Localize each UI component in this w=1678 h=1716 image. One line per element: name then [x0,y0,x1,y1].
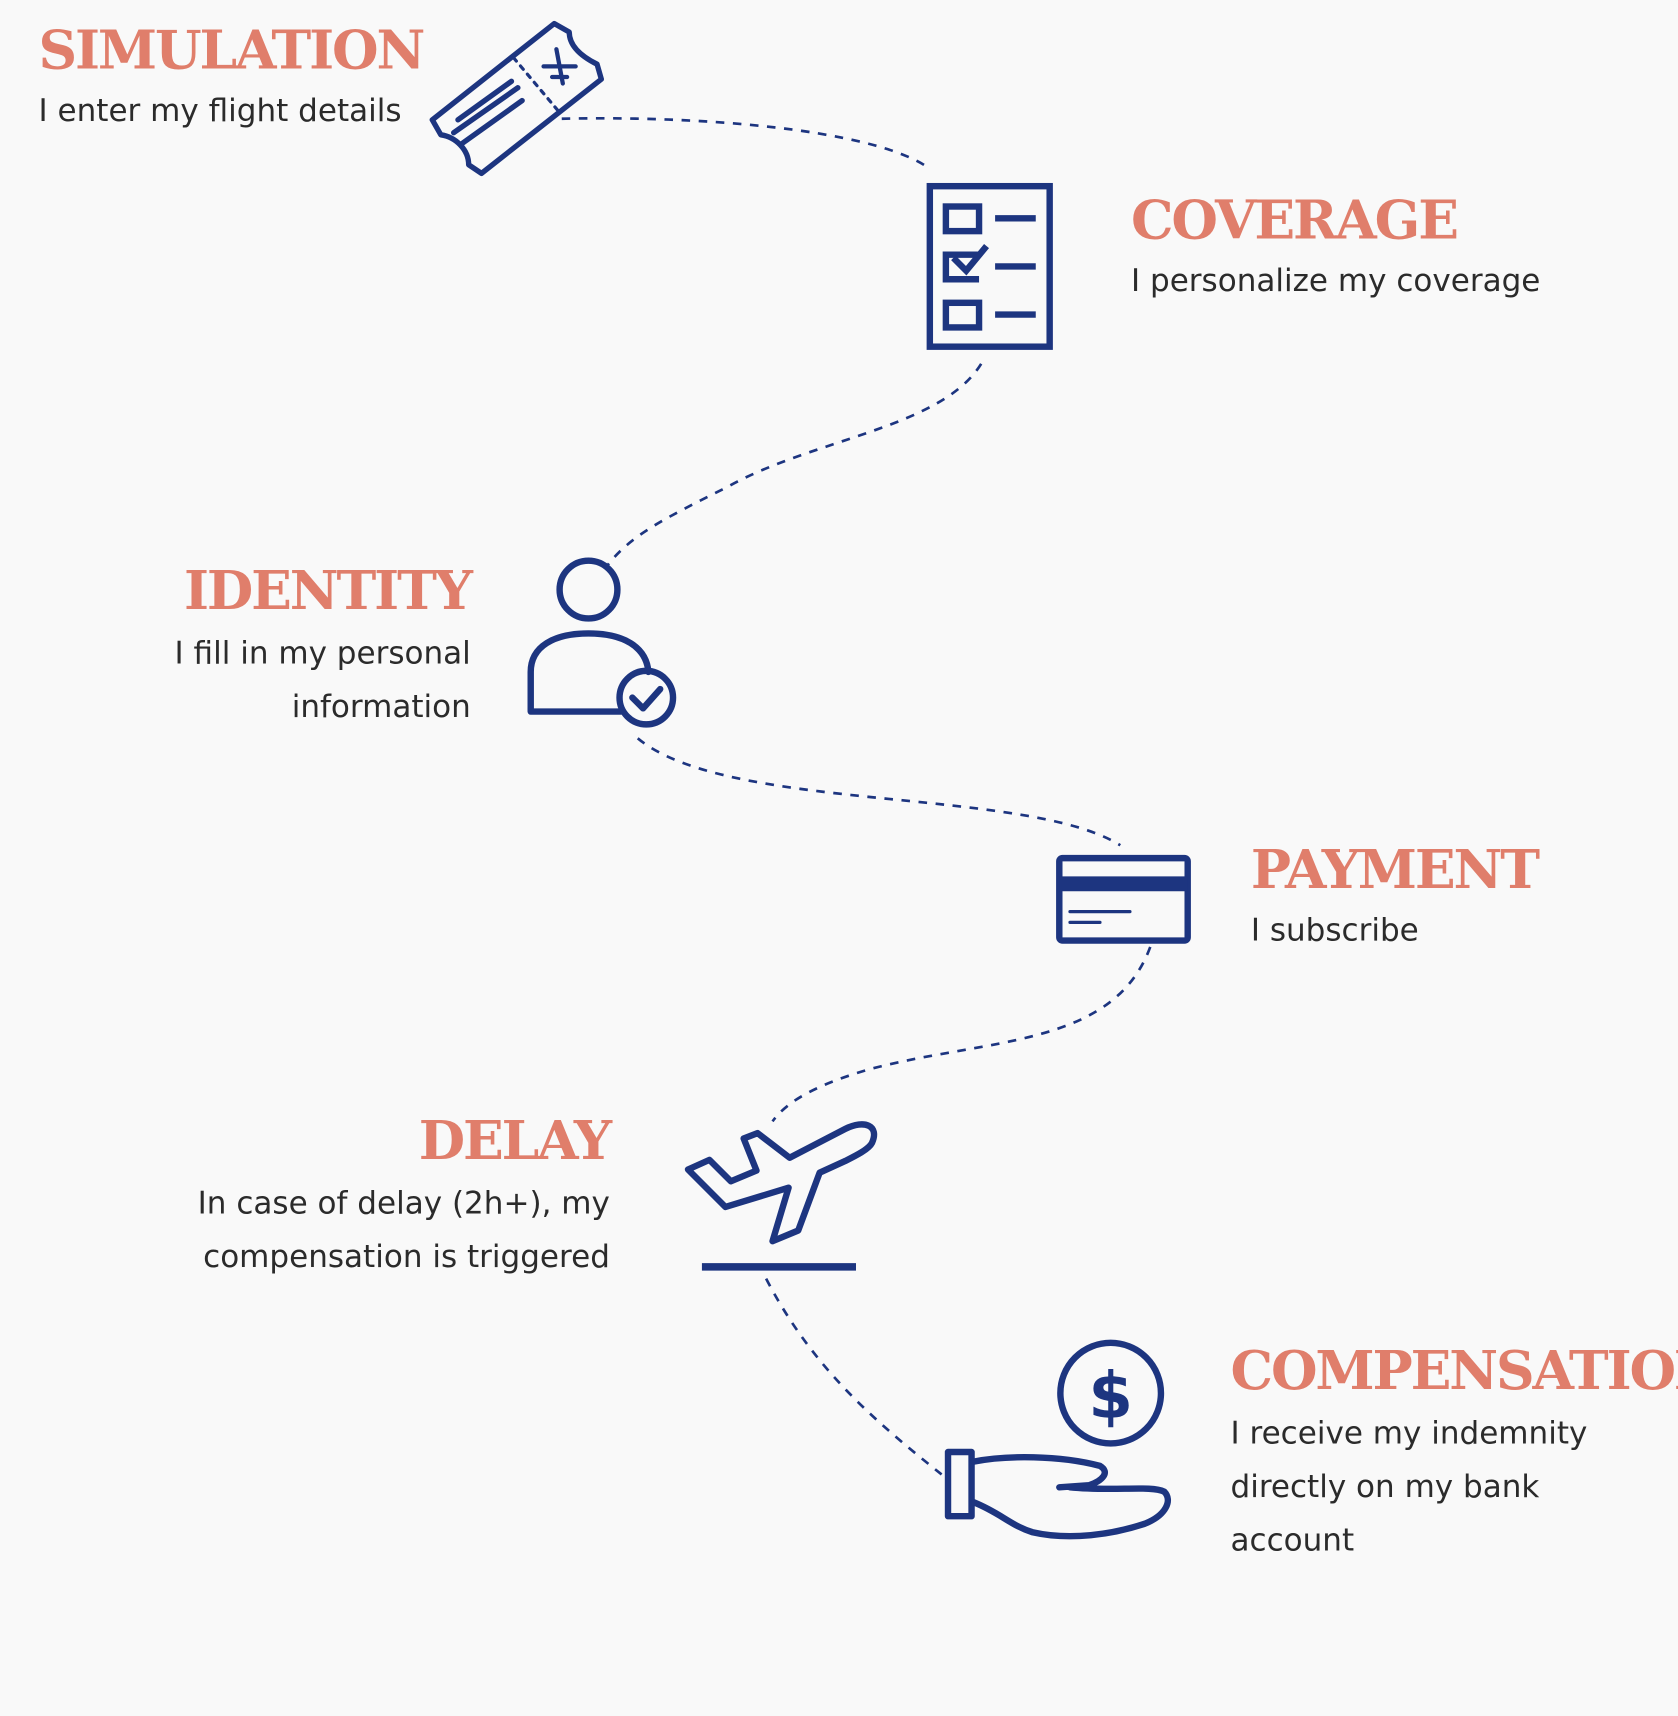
desc-line: account [1230,1521,1355,1558]
step-identity: IDENTITY I fill in my personal informati… [118,558,473,733]
step-desc: I subscribe [1251,903,1636,957]
desc-line: I subscribe [1250,911,1419,949]
step-delay: DELAY In case of delay (2h+), my compens… [150,1108,612,1283]
step-desc: I receive my indemnity directly on my ba… [1231,1406,1678,1567]
desc-line: I fill in my personal [174,634,471,671]
desc-line: compensation is triggered [203,1237,610,1275]
step-title: PAYMENT [1250,837,1540,901]
step-title: DELAY [418,1108,612,1172]
desc-line: I enter my flight details [38,92,402,129]
desc-line: information [291,688,471,725]
credit-card-icon [1056,854,1191,944]
step-payment: PAYMENT I subscribe [1251,843,1636,956]
step-title: IDENTITY [183,558,473,622]
step-title: COVERAGE [1130,188,1459,252]
step-desc: I fill in my personal information [118,626,471,733]
step-simulation: SIMULATION I enter my flight details [38,18,426,137]
plane-ticket-icon [429,20,605,177]
dollar-sign: $ [1088,1359,1133,1434]
connector-path [561,116,1152,1476]
step-desc: In case of delay (2h+), my compensation … [150,1176,610,1283]
hand-dollar-icon: $ [944,1339,1171,1540]
step-coverage: COVERAGE I personalize my coverage [1130,188,1623,308]
plane-takeoff-icon [684,1121,878,1271]
desc-line: directly on my bank [1230,1468,1540,1505]
step-title: SIMULATION [38,18,426,82]
desc-line: I receive my indemnity [1230,1414,1588,1451]
step-title: COMPENSATION [1230,1338,1678,1402]
checklist-icon [926,182,1053,350]
step-compensation: COMPENSATION I receive my indemnity dire… [1230,1338,1678,1567]
step-desc: I enter my flight details [39,83,403,137]
icons-layer: $ [429,20,1191,1540]
step-desc: I personalize my coverage [1131,254,1623,308]
user-check-icon [527,557,677,728]
desc-line: I personalize my coverage [1130,262,1541,299]
desc-line: In case of delay (2h+), my [197,1184,610,1221]
